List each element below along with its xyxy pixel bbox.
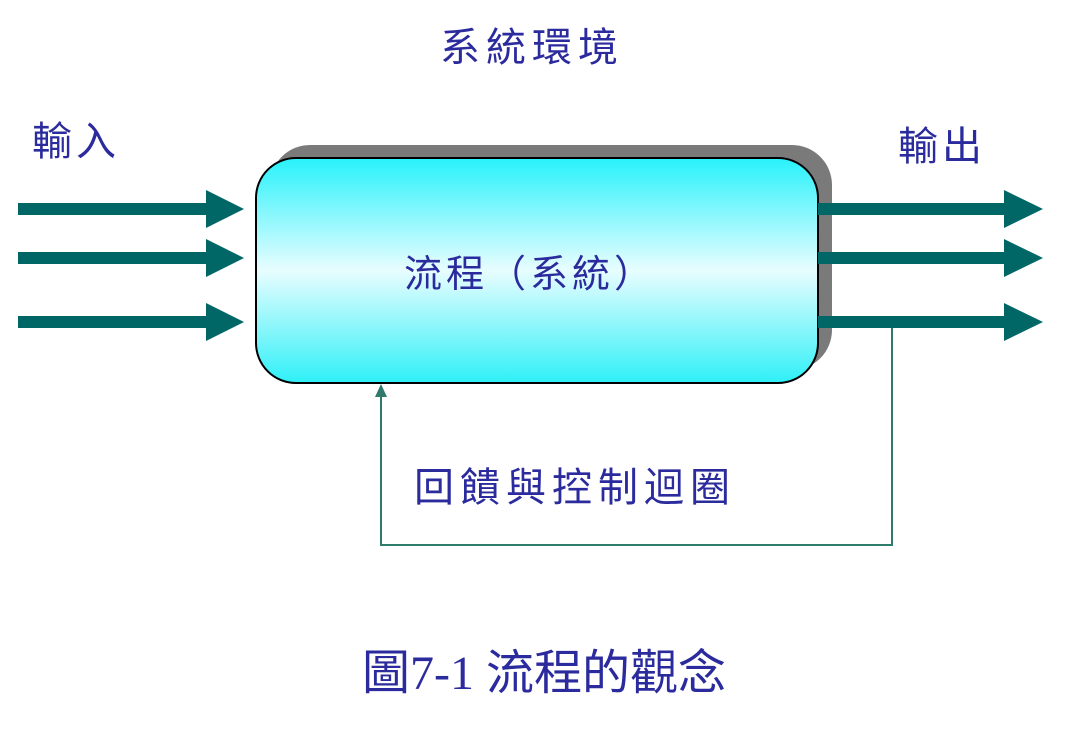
- feedback-label: 回饋與控制迴圈: [414, 465, 736, 511]
- input-arrow: [18, 190, 244, 228]
- environment-label: 系統環境: [440, 25, 624, 71]
- input-arrow: [18, 303, 244, 341]
- feedback-arrowhead: [375, 384, 387, 397]
- process-label: 流程（系統）: [404, 252, 657, 296]
- input-arrow: [18, 239, 244, 277]
- feedback-line: [380, 328, 893, 546]
- output-arrow: [818, 303, 1043, 341]
- input-arrows: [18, 190, 244, 341]
- output-arrow: [818, 239, 1043, 277]
- output-arrow: [818, 190, 1043, 228]
- output-arrows: [818, 190, 1043, 341]
- figure-caption: 圖7-1 流程的觀念: [362, 647, 726, 700]
- input-label: 輸入: [32, 119, 120, 165]
- feedback-loop: [375, 328, 893, 546]
- output-label: 輸出: [898, 124, 986, 170]
- process-box: [255, 157, 819, 384]
